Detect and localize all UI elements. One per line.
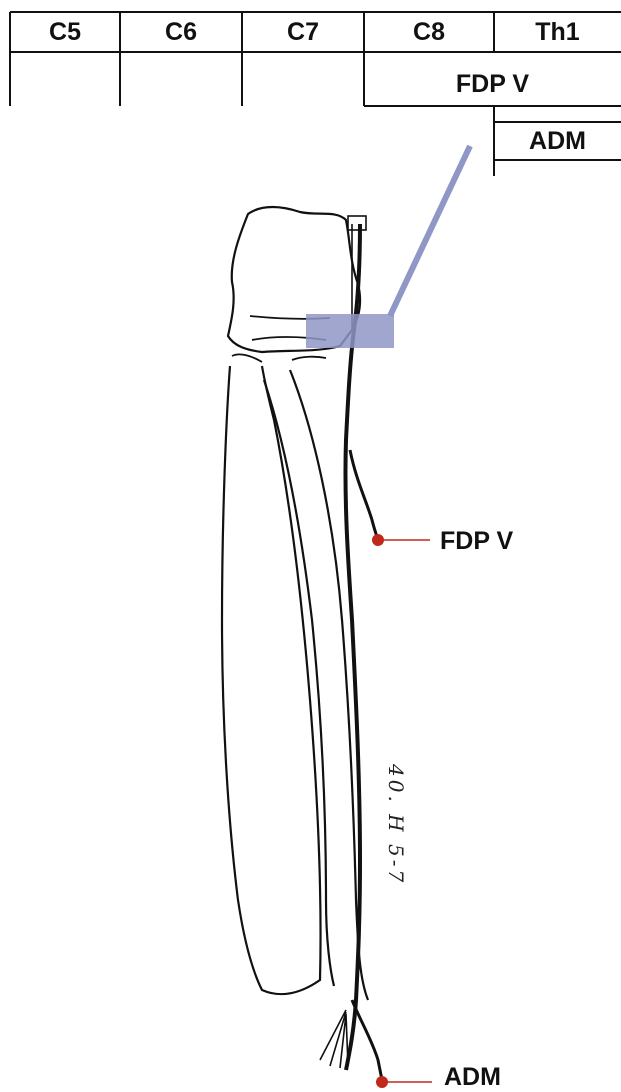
elbow-joint-lines (232, 354, 326, 362)
fdp-v-electrode-label: FDP V (440, 526, 513, 556)
nerve-stub (348, 216, 366, 230)
handwritten-note: 40. H 5-7 (384, 764, 408, 885)
adm-electrode-dot (376, 1076, 388, 1088)
wrist-branches (320, 1010, 348, 1068)
ulnar-nerve (345, 224, 360, 1070)
elbow-highlight-box (306, 314, 394, 348)
adm-electrode-label: ADM (444, 1062, 501, 1092)
adm-branch (352, 1000, 382, 1080)
fdp-v-branch (350, 450, 378, 540)
radius-outline (222, 366, 321, 994)
highlight-pointer-line (390, 146, 470, 316)
fdp-v-electrode-dot (372, 534, 384, 546)
